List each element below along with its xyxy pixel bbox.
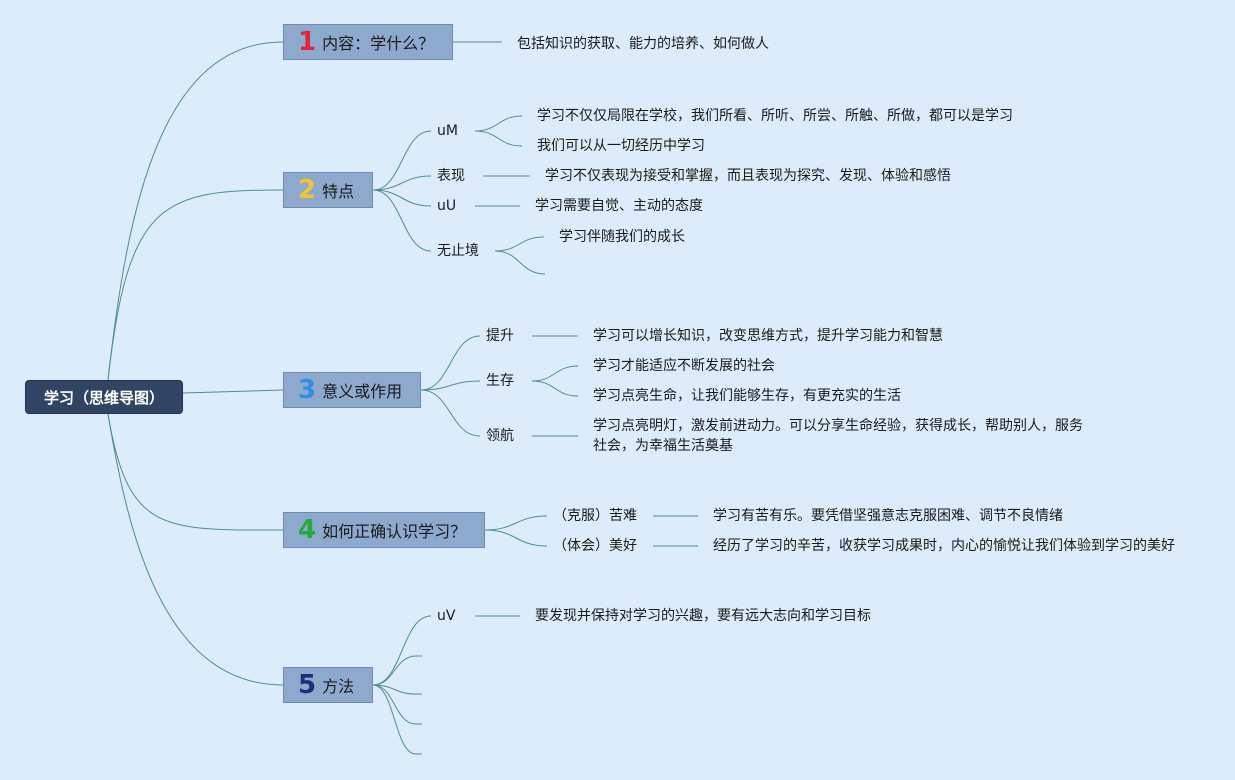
branch-label[interactable]: 无止境 — [437, 243, 479, 259]
branch-line — [372, 684, 417, 725]
root-to-topic-3-line — [182, 389, 284, 394]
root-to-topic-2-line — [107, 189, 284, 381]
label-to-detail-line — [474, 130, 523, 147]
detail-text: 学习可以增长知识，改变思维方式，提升学习能力和智慧 — [593, 328, 943, 344]
branch-line — [484, 515, 548, 531]
topic-1-node[interactable]: 1 内容：学什么？ — [283, 24, 453, 60]
root-to-topic-5-line — [107, 413, 284, 686]
detail-text: 包括知识的获取、能力的培养、如何做人 — [517, 36, 769, 52]
label-to-detail-line — [531, 380, 579, 397]
detail-text: 学习伴随我们的成长 — [559, 229, 685, 245]
branch-label[interactable]: 生存 — [486, 373, 514, 389]
topic-2-node[interactable]: 2 特点 — [283, 172, 373, 208]
branch-line — [420, 380, 481, 391]
root-node[interactable]: 学习（思维导图） — [25, 380, 183, 414]
branch-line — [372, 684, 417, 755]
topic-label: 内容：学什么？ — [322, 34, 435, 53]
topic-4-node[interactable]: 4 如何正确认识学习？ — [283, 512, 485, 548]
detail-text: 经历了学习的辛苦，收获学习成果时，内心的愉悦让我们体验到学习的美好 — [713, 538, 1175, 554]
branch-line — [420, 389, 481, 437]
topic-label: 方法 — [322, 677, 355, 696]
detail-text: 学习不仅仅局限在学校，我们所看、所听、所尝、所触、所做，都可以是学习 — [537, 108, 1013, 124]
branch-line — [372, 655, 417, 686]
topic-5-node[interactable]: 5 方法 — [283, 667, 373, 703]
branch-label[interactable]: 提升 — [486, 328, 514, 344]
branch-line — [372, 175, 432, 191]
detail-text: 学习需要自觉、主动的态度 — [535, 198, 703, 214]
topic-label: 如何正确认识学习？ — [322, 522, 467, 541]
topic-number: 4 — [298, 515, 317, 545]
branch-line — [484, 529, 548, 547]
detail-text: 学习点亮生命，让我们能够生存，有更充实的生活 — [593, 388, 901, 404]
label-to-detail-line — [494, 236, 545, 252]
topic-number: 1 — [298, 27, 317, 57]
root-to-topic-1-line — [107, 41, 284, 381]
topic-number: 3 — [298, 375, 317, 405]
detail-text: 学习点亮明灯，激发前进动力。可以分享生命经验，获得成长，帮助别人，服务社会，为幸… — [593, 418, 1083, 454]
topic-label: 特点 — [322, 182, 355, 201]
branch-label[interactable]: （克服）苦难 — [553, 508, 637, 524]
detail-text: 要发现并保持对学习的兴趣，要有远大志向和学习目标 — [535, 608, 871, 624]
branch-label[interactable]: uM — [437, 123, 458, 139]
branch-label[interactable]: 领航 — [486, 428, 514, 444]
branch-label[interactable]: uV — [437, 608, 456, 624]
detail-text: 学习不仅表现为接受和掌握，而且表现为探究、发现、体验和感悟 — [545, 168, 951, 184]
topic-number: 2 — [298, 175, 317, 205]
branch-label[interactable]: 表现 — [437, 168, 465, 184]
branch-label[interactable]: （体会）美好 — [553, 538, 637, 554]
branch-line — [372, 189, 432, 207]
detail-text: 学习才能适应不断发展的社会 — [593, 358, 775, 374]
topic-3-node[interactable]: 3 意义或作用 — [283, 372, 421, 408]
branch-line — [372, 189, 432, 252]
detail-text: 我们可以从一切经历中学习 — [537, 138, 705, 154]
branch-line — [372, 130, 432, 191]
root-to-topic-4-line — [107, 413, 284, 531]
branch-line — [420, 335, 481, 391]
detail-text: 学习有苦有乐。要凭借坚强意志克服困难、调节不良情绪 — [713, 508, 1063, 524]
topic-label: 意义或作用 — [322, 382, 403, 401]
topic-number: 5 — [298, 670, 317, 700]
branch-line — [372, 615, 432, 686]
label-to-detail-line — [531, 365, 579, 382]
branch-label[interactable]: uU — [437, 198, 457, 214]
label-to-detail-line — [474, 115, 523, 132]
label-to-detail-line — [494, 250, 546, 275]
